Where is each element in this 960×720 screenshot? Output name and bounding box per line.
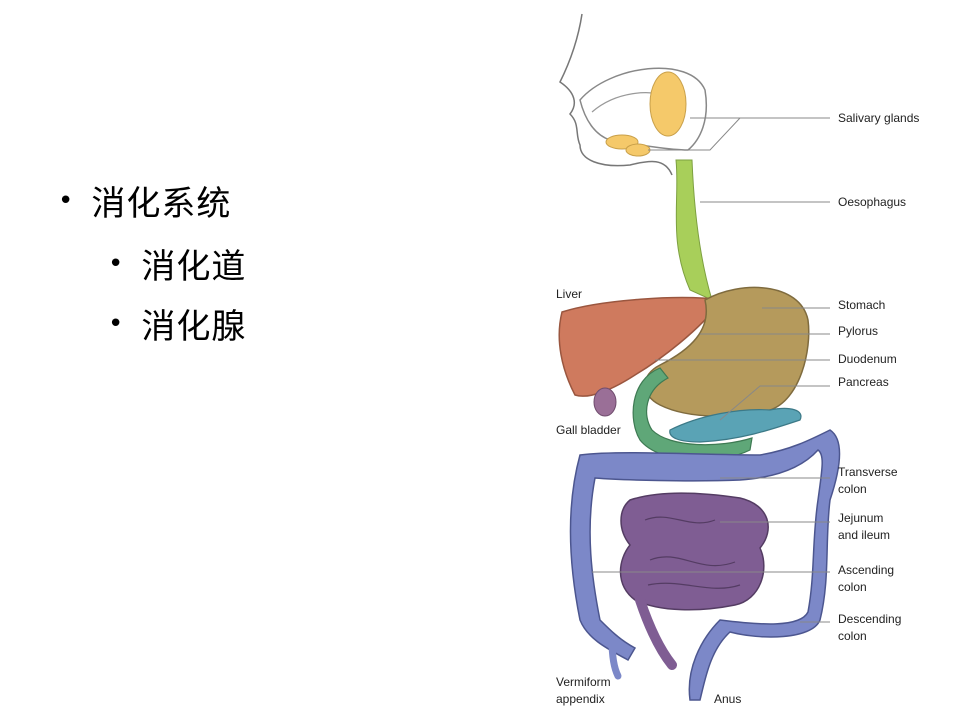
bullet-text: 消化系统 bbox=[91, 184, 232, 224]
pancreas bbox=[669, 407, 802, 443]
label-duodenum: Duodenum bbox=[838, 352, 897, 366]
liver bbox=[558, 296, 724, 397]
label-transverse-colon-2: colon bbox=[838, 482, 867, 496]
label-oesophagus: Oesophagus bbox=[838, 195, 906, 209]
label-anus: Anus bbox=[714, 692, 741, 706]
bullet-dot: • bbox=[108, 248, 124, 279]
leader-lines bbox=[592, 117, 830, 623]
vermiform-appendix bbox=[608, 636, 622, 680]
label-pancreas: Pancreas bbox=[838, 375, 889, 389]
bullet-list: • 消化系统 • 消化道 • 消化腺 bbox=[0, 0, 500, 400]
bullet-text: 消化道 bbox=[141, 247, 247, 287]
mouth-cavity bbox=[579, 67, 708, 151]
bullet-dot: • bbox=[58, 185, 74, 216]
duodenum bbox=[632, 367, 753, 461]
label-appendix-2: appendix bbox=[556, 692, 605, 706]
label-salivary-glands: Salivary glands bbox=[838, 111, 919, 125]
label-jejunum-2: and ileum bbox=[838, 528, 890, 542]
ileum-end bbox=[635, 595, 677, 670]
label-transverse-colon-1: Transverse bbox=[838, 465, 898, 479]
label-descending-colon-1: Descending bbox=[838, 612, 901, 626]
label-pylorus: Pylorus bbox=[838, 324, 878, 338]
bullet-item-digestive-system: • 消化系统 bbox=[58, 176, 231, 225]
parotid-gland bbox=[649, 71, 687, 137]
sublingual-gland bbox=[625, 143, 651, 157]
bullet-item-digestive-glands: • 消化腺 bbox=[108, 299, 246, 348]
oesophagus-tube bbox=[675, 159, 713, 301]
label-gall-bladder: Gall bladder bbox=[556, 423, 621, 437]
bullet-text: 消化腺 bbox=[141, 307, 247, 347]
label-appendix-1: Vermiform bbox=[556, 675, 611, 689]
label-ascending-colon-1: Ascending bbox=[838, 563, 894, 577]
small-intestine bbox=[619, 492, 769, 611]
label-liver: Liver bbox=[556, 287, 582, 301]
label-ascending-colon-2: colon bbox=[838, 580, 867, 594]
small-intestine-coils bbox=[644, 516, 741, 589]
gall-bladder bbox=[593, 387, 617, 417]
head-outline bbox=[559, 13, 673, 176]
bullet-item-digestive-tract: • 消化道 bbox=[108, 239, 246, 288]
label-jejunum-1: Jejunum bbox=[838, 511, 883, 525]
colon bbox=[569, 429, 841, 701]
label-descending-colon-2: colon bbox=[838, 629, 867, 643]
bullet-dot: • bbox=[108, 308, 124, 339]
label-stomach: Stomach bbox=[838, 298, 885, 312]
